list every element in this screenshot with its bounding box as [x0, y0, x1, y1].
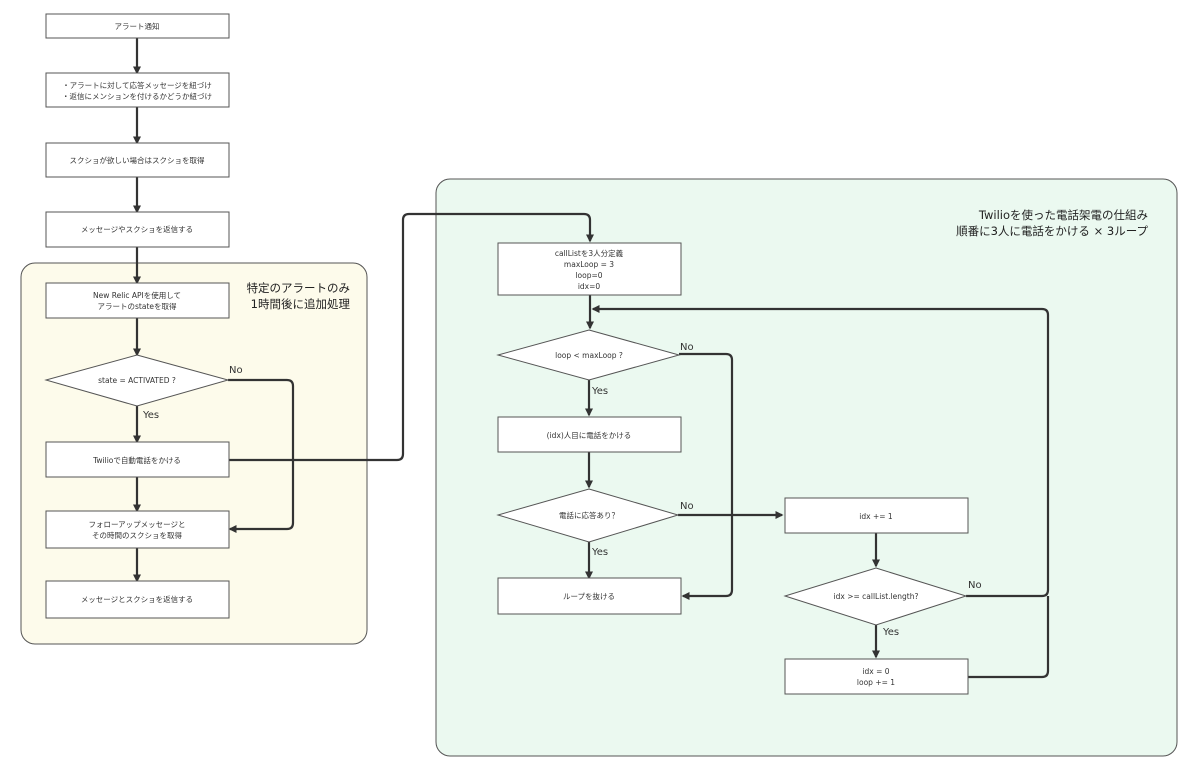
- svg-text:電話に応答あり？: 電話に応答あり？: [559, 510, 619, 520]
- edge-label-loop-no: No: [680, 342, 694, 353]
- svg-text:maxLoop = 3: maxLoop = 3: [564, 260, 614, 269]
- svg-text:idx=0: idx=0: [578, 282, 601, 291]
- svg-text:・返信にメンションを付けるかどうか紐づけ: ・返信にメンションを付けるかどうか紐づけ: [62, 91, 212, 101]
- group-local-title-line2: 1時間後に追加処理: [251, 297, 351, 311]
- svg-text:アラートのstateを取得: アラートのstateを取得: [98, 301, 177, 311]
- svg-text:・アラートに対して応答メッセージを紐づけ: ・アラートに対して応答メッセージを紐づけ: [62, 80, 212, 90]
- svg-text:loop < maxLoop ?: loop < maxLoop ?: [555, 351, 623, 360]
- group-local-title-line1: 特定のアラートのみ: [247, 281, 351, 295]
- edge-label-answered-no: No: [680, 501, 694, 512]
- node-twilio-call: Twilioで自動電話をかける: [45, 441, 230, 478]
- svg-text:ループを抜ける: ループを抜ける: [563, 591, 615, 601]
- node-answered-check: 電話に応答あり？: [496, 488, 680, 543]
- node-alert: アラート通知: [45, 13, 230, 39]
- svg-text:メッセージやスクショを返信する: メッセージやスクショを返信する: [81, 224, 193, 234]
- svg-text:loop += 1: loop += 1: [857, 678, 895, 687]
- svg-text:その時間のスクショを取得: その時間のスクショを取得: [92, 530, 182, 540]
- svg-text:フォローアップメッセージと: フォローアップメッセージと: [88, 520, 185, 529]
- svg-text:idx >= callList.length?: idx >= callList.length?: [834, 592, 919, 601]
- svg-text:idx = 0: idx = 0: [862, 667, 889, 676]
- node-idx-increment: idx += 1: [784, 497, 969, 534]
- node-screenshot: スクショが欲しい場合はスクショを取得: [45, 142, 230, 178]
- edge-idxcheck-no-to-loop: [591, 305, 1050, 598]
- edge-label-idx-no: No: [968, 580, 982, 591]
- edge-label-idx-yes: Yes: [882, 627, 899, 638]
- node-link-message: ・アラートに対して応答メッセージを紐づけ ・返信にメンションを付けるかどうか紐づ…: [45, 72, 230, 108]
- svg-text:スクショが欲しい場合はスクショを取得: スクショが欲しい場合はスクショを取得: [70, 155, 205, 165]
- svg-text:アラート通知: アラート通知: [115, 21, 160, 31]
- svg-text:メッセージとスクショを返信する: メッセージとスクショを返信する: [81, 594, 193, 604]
- svg-text:loop=0: loop=0: [575, 271, 602, 280]
- edge-state-no-to-followup: [228, 378, 295, 533]
- svg-text:New Relic APIを使用して: New Relic APIを使用して: [93, 290, 181, 300]
- node-reply2: メッセージとスクショを返信する: [45, 580, 230, 619]
- edge-twilio-to-calllist: [229, 212, 594, 462]
- node-idx-check: idx >= callList.length?: [783, 567, 968, 626]
- node-state-check: state = ACTIVATED ?: [44, 354, 230, 407]
- svg-text:(idx)人目に電話をかける: (idx)人目に電話をかける: [547, 430, 632, 440]
- edge-label-state-yes: Yes: [142, 410, 159, 421]
- node-loop-check: loop < maxLoop ?: [496, 329, 681, 381]
- node-reset: idx = 0 loop += 1: [784, 658, 969, 695]
- svg-text:state = ACTIVATED ?: state = ACTIVATED ?: [98, 376, 176, 385]
- node-reply: メッセージやスクショを返信する: [45, 211, 230, 248]
- edge-label-state-no: No: [229, 365, 243, 376]
- node-exit-loop: ループを抜ける: [497, 577, 682, 615]
- svg-text:callListを3人分定義: callListを3人分定義: [555, 248, 624, 258]
- svg-text:Twilioで自動電話をかける: Twilioで自動電話をかける: [92, 455, 181, 465]
- group-twilio-title-line1: Twilioを使った電話架電の仕組み: [978, 208, 1148, 222]
- edge-loop-no-to-exit: [679, 352, 734, 600]
- node-followup: フォローアップメッセージと その時間のスクショを取得: [45, 510, 230, 549]
- node-calllist: callListを3人分定義 maxLoop = 3 loop=0 idx=0: [497, 242, 682, 296]
- node-call-idx: (idx)人目に電話をかける: [497, 416, 682, 453]
- edge-reset-to-loop: [967, 596, 1050, 679]
- edge-label-loop-yes: Yes: [591, 386, 608, 397]
- group-twilio-title-line2: 順番に3人に電話をかける × 3ループ: [956, 224, 1148, 238]
- svg-text:idx += 1: idx += 1: [859, 512, 893, 521]
- node-newrelic: New Relic APIを使用して アラートのstateを取得: [45, 282, 230, 319]
- edge-label-answered-yes: Yes: [591, 547, 608, 558]
